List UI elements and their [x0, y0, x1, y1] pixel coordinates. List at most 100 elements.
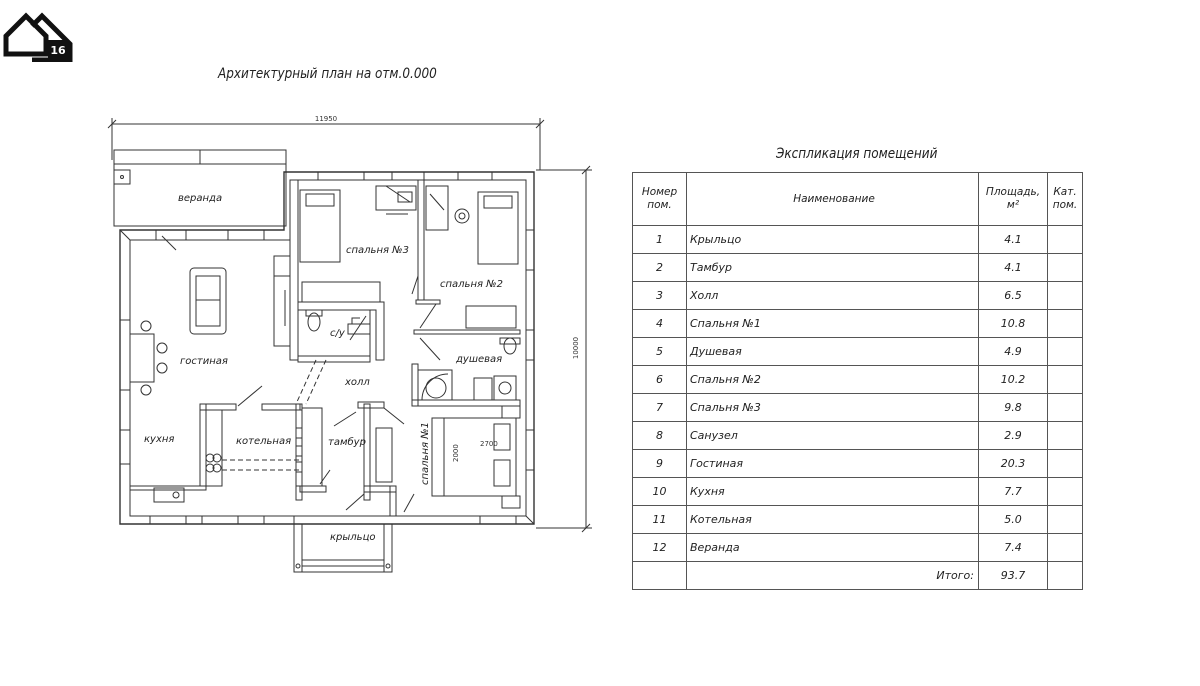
- row-area: 2.9: [978, 421, 1048, 450]
- row-num: 2: [632, 253, 687, 282]
- room-label-boiler: котельная: [236, 436, 291, 447]
- explication-title: Экспликация помещений: [776, 146, 938, 162]
- house-logo-icon: 16: [3, 12, 73, 62]
- row-cat: [1047, 309, 1083, 338]
- row-name: Санузел: [686, 421, 979, 450]
- row-cat: [1047, 253, 1083, 282]
- row-num: 4: [632, 309, 687, 338]
- row-name: Кухня: [686, 477, 979, 506]
- room-label-veranda: веранда: [178, 193, 222, 204]
- row-cat: [1047, 225, 1083, 254]
- table-header-row: Номер пом. Наименование Площадь, м² Кат.…: [632, 172, 1083, 226]
- room-label-living: гостиная: [180, 356, 228, 367]
- row-cat: [1047, 421, 1083, 450]
- kitchen-counter: [153, 409, 223, 503]
- row-name: Котельная: [686, 505, 979, 534]
- logo-badge: [48, 40, 68, 58]
- row-cat: [1047, 393, 1083, 422]
- bed-size-label: 2000: [452, 444, 460, 462]
- bed-length-label: 2700: [480, 440, 498, 448]
- row-cat: [1047, 337, 1083, 366]
- header-num: Номер пом.: [632, 172, 687, 226]
- row-num: 12: [632, 533, 687, 562]
- header-name: Наименование: [686, 172, 979, 226]
- header-cat: Кат. пом.: [1047, 172, 1083, 226]
- dining-table: [129, 320, 168, 396]
- dim-width-label: 11950: [315, 115, 337, 123]
- row-area: 4.1: [978, 225, 1048, 254]
- wc-fixtures: [305, 309, 371, 356]
- row-num: 6: [632, 365, 687, 394]
- total-value: 93.7: [978, 561, 1048, 590]
- dimension-height: [536, 165, 592, 533]
- dimension-width: [107, 118, 545, 170]
- row-area: 6.5: [978, 281, 1048, 310]
- row-num: 8: [632, 421, 687, 450]
- row-name: Веранда: [686, 533, 979, 562]
- row-num: 10: [632, 477, 687, 506]
- row-name: Спальня №2: [686, 365, 979, 394]
- outer-walls: [119, 171, 535, 525]
- row-name: Спальня №1: [686, 309, 979, 338]
- row-cat: [1047, 281, 1083, 310]
- row-name: Душевая: [686, 337, 979, 366]
- row-area: 10.2: [978, 365, 1048, 394]
- sofa: [189, 267, 227, 335]
- logo-badge-text: 16: [50, 44, 66, 57]
- room-label-bedroom3: спальня №3: [346, 245, 409, 256]
- shower-fixtures: [417, 337, 521, 401]
- row-num: 9: [632, 449, 687, 478]
- row-area: 7.7: [978, 477, 1048, 506]
- row-cat: [1047, 477, 1083, 506]
- row-area: 10.8: [978, 309, 1048, 338]
- row-name: Крыльцо: [686, 225, 979, 254]
- row-area: 9.8: [978, 393, 1048, 422]
- room-label-bedroom1: спальня №1: [420, 422, 431, 485]
- porch: [293, 523, 393, 573]
- row-cat: [1047, 533, 1083, 562]
- total-cat-cell: [1047, 561, 1083, 590]
- veranda: [113, 149, 287, 227]
- row-area: 4.1: [978, 253, 1048, 282]
- row-name: Спальня №3: [686, 393, 979, 422]
- wardrobes: [301, 281, 517, 487]
- table-total-row: Итого: 93.7: [632, 561, 1083, 590]
- row-cat: [1047, 365, 1083, 394]
- bedroom3-furniture: [299, 185, 417, 263]
- room-label-hall: холл: [344, 377, 370, 388]
- row-num: 11: [632, 505, 687, 534]
- header-area: Площадь, м²: [978, 172, 1048, 226]
- row-area: 5.0: [978, 505, 1048, 534]
- room-label-wc: с/у: [330, 328, 346, 339]
- doors: [161, 235, 441, 513]
- row-area: 4.9: [978, 337, 1048, 366]
- plan-title: Архитектурный план на отм.0.000: [218, 66, 437, 82]
- total-empty-cell: [632, 561, 687, 590]
- room-label-bedroom2: спальня №2: [440, 279, 503, 290]
- row-cat: [1047, 505, 1083, 534]
- boiler-hatch: [222, 359, 327, 471]
- row-area: 20.3: [978, 449, 1048, 478]
- floor-plan: 11950 10000 2700 2000 веранда гостиная к…: [107, 115, 592, 573]
- boiler-equipment: [295, 409, 303, 487]
- room-label-shower: душевая: [455, 354, 502, 365]
- row-num: 3: [632, 281, 687, 310]
- room-label-kitchen: кухня: [144, 434, 174, 445]
- row-name: Тамбур: [686, 253, 979, 282]
- bedroom2-furniture: [425, 185, 519, 265]
- bedroom1-furniture: [431, 405, 521, 509]
- room-label-vestibule: тамбур: [328, 436, 366, 448]
- row-num: 5: [632, 337, 687, 366]
